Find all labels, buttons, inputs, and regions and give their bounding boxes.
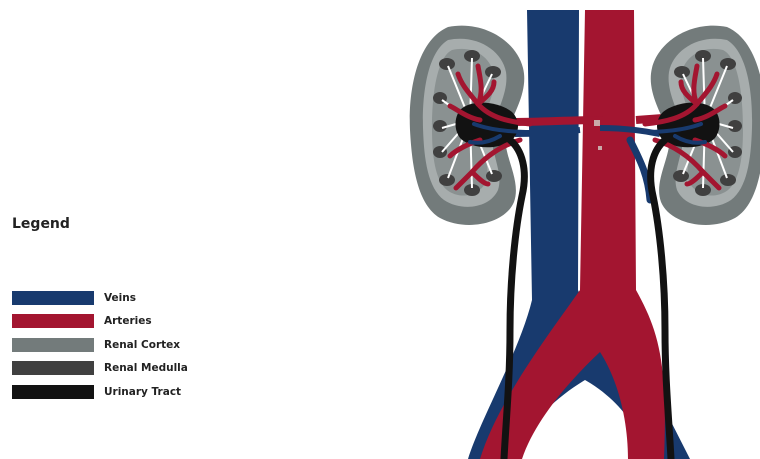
vessel-marker: [594, 120, 600, 126]
vessel-marker: [598, 146, 602, 150]
